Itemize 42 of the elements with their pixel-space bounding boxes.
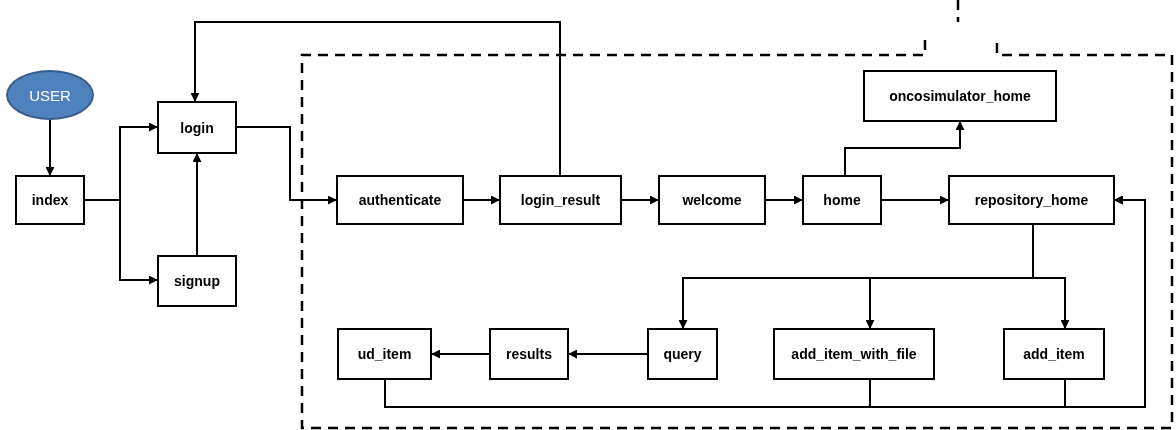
arrow <box>1064 195 1146 408</box>
node-label: oncosimulator_home <box>889 88 1031 104</box>
page-box <box>863 70 1057 122</box>
arrow <box>192 153 202 256</box>
arrow <box>568 349 648 359</box>
arrow <box>844 121 965 176</box>
node-label: index <box>31 192 69 208</box>
page-box <box>157 101 237 154</box>
node-label: USER <box>29 86 71 104</box>
page-box <box>948 175 1115 225</box>
arrow <box>190 21 561 176</box>
node-label: login <box>180 119 214 136</box>
node-label: welcome <box>682 192 742 208</box>
page-box <box>647 328 718 380</box>
arrow <box>431 349 490 359</box>
page-box <box>1003 328 1105 380</box>
node-label: results <box>506 346 552 362</box>
page-box <box>336 175 464 225</box>
page-box <box>157 255 237 307</box>
node-label: home <box>823 192 861 208</box>
page-box <box>658 175 766 225</box>
page-box <box>337 328 432 380</box>
node-label: authenticate <box>358 192 442 208</box>
arrow <box>45 119 55 176</box>
arrow <box>765 195 803 205</box>
page-box <box>489 328 569 380</box>
arrow <box>236 126 337 205</box>
arrow <box>881 195 949 205</box>
page-box <box>802 175 882 225</box>
page-box <box>499 175 622 225</box>
page-box <box>15 175 85 225</box>
arrow <box>621 195 659 205</box>
arrow <box>1032 224 1070 329</box>
page-box <box>773 328 935 380</box>
node-label: login_result <box>520 192 601 208</box>
node-label: add_item <box>1023 346 1085 362</box>
arrow <box>463 195 500 205</box>
node-label: add_item_with_file <box>791 346 917 362</box>
node-label: query <box>663 346 702 362</box>
node-label: signup <box>174 273 220 289</box>
node-label: ud_item <box>357 346 412 362</box>
node-label: repository_home <box>974 192 1089 208</box>
